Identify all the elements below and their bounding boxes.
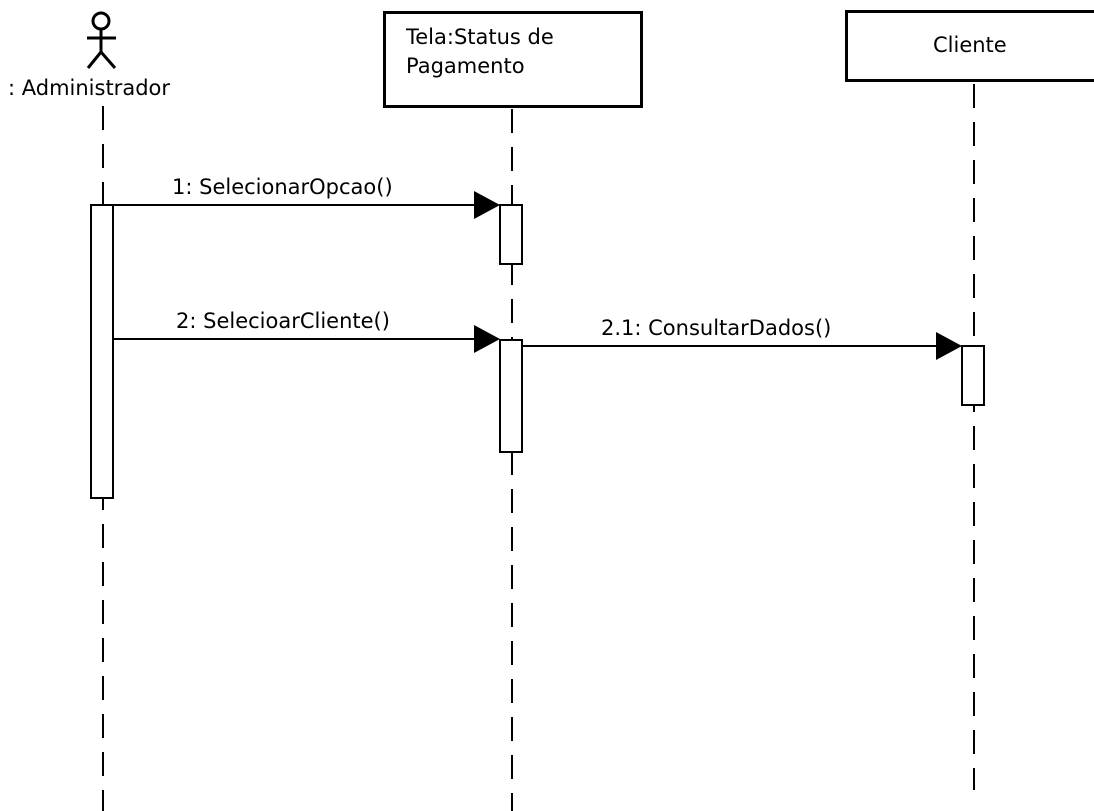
object-tela-status-pagamento: Tela:Status de Pagamento bbox=[383, 11, 643, 108]
actor-leg-left bbox=[86, 51, 103, 69]
actor-label: : Administrador bbox=[8, 76, 171, 100]
activation-cliente bbox=[961, 345, 985, 406]
activation-bars bbox=[90, 204, 985, 499]
message-1-arrowhead bbox=[474, 191, 500, 219]
message-1: 1: SelecionarOpcao() bbox=[113, 175, 500, 219]
message-2-1-label: 2.1: ConsultarDados() bbox=[601, 316, 831, 340]
object-cliente: Cliente bbox=[845, 10, 1094, 82]
activation-tela-1 bbox=[499, 204, 523, 265]
object-tela-line-2: Pagamento bbox=[406, 54, 525, 78]
object-tela-line-1: Tela:Status de bbox=[406, 25, 554, 49]
actor-head bbox=[91, 11, 111, 31]
message-1-label: 1: SelecionarOpcao() bbox=[172, 175, 393, 199]
activation-tela-2 bbox=[499, 339, 523, 453]
message-2-1: 2.1: ConsultarDados() bbox=[522, 316, 962, 360]
message-2: 2: SelecioarCliente() bbox=[113, 309, 500, 353]
message-2-label: 2: SelecioarCliente() bbox=[176, 309, 390, 333]
actor-leg-right bbox=[99, 51, 117, 69]
message-2-1-arrowhead bbox=[936, 332, 962, 360]
object-cliente-line-1: Cliente bbox=[933, 33, 1007, 57]
activation-administrador bbox=[90, 204, 114, 499]
message-2-arrowhead bbox=[474, 325, 500, 353]
actor-icon bbox=[86, 11, 117, 69]
